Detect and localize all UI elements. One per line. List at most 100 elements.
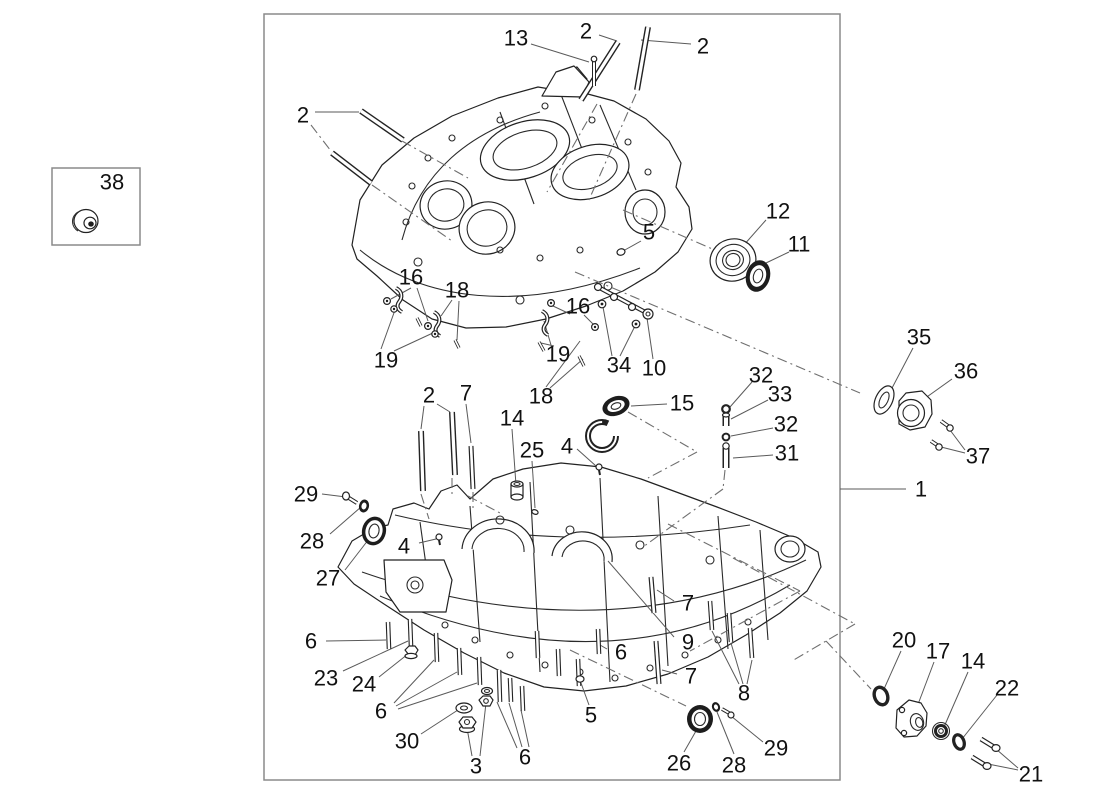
washer-part (590, 323, 599, 332)
washer-part (711, 702, 721, 712)
bolt-part (534, 630, 541, 659)
hardware-parts-art (72, 26, 1001, 770)
washer-part (480, 686, 494, 696)
bearing-part (585, 419, 619, 453)
callout-14: 14 (961, 649, 985, 674)
callout-3: 3 (470, 754, 482, 779)
callout-16: 16 (399, 265, 423, 290)
fitting-part (896, 390, 933, 431)
callout-18: 18 (529, 384, 553, 409)
washer-part (597, 299, 607, 309)
callout-29: 29 (764, 736, 788, 761)
washer-part (455, 702, 473, 714)
seal-part (745, 260, 771, 292)
plunger-part (722, 442, 730, 468)
callout-7: 7 (460, 381, 472, 406)
callout-6: 6 (615, 640, 627, 665)
callout-4: 4 (561, 434, 573, 459)
bolt-part (595, 628, 602, 655)
washer-part (631, 319, 641, 329)
callout-31: 31 (775, 441, 799, 466)
callout-32: 32 (774, 412, 798, 437)
washer-part (546, 299, 555, 308)
bolt-part (433, 632, 440, 663)
lever-part (540, 309, 550, 337)
seal-part (602, 395, 630, 417)
screw-part (537, 341, 546, 352)
oring-part (721, 404, 731, 414)
callout-6: 6 (375, 699, 387, 724)
screw-part (341, 491, 359, 505)
oil-pipe-part (593, 282, 654, 320)
washer-part (358, 499, 370, 513)
callout-35: 35 (907, 325, 931, 350)
washer-part (431, 330, 439, 338)
bolt-part (970, 754, 992, 770)
screw-part (721, 707, 735, 719)
callout-32: 32 (749, 363, 773, 388)
callout-19: 19 (374, 348, 398, 373)
callout-25: 25 (520, 438, 544, 463)
washer-part (383, 297, 392, 306)
washer-part (424, 322, 433, 331)
callout-33: 33 (768, 382, 792, 407)
screw-part (929, 439, 943, 451)
washer-part (931, 721, 951, 741)
screw-part (939, 419, 954, 432)
callout-9: 9 (682, 630, 694, 655)
callout-27: 27 (316, 566, 340, 591)
screw-part (453, 339, 461, 349)
main-border-box (263, 13, 841, 781)
callout-18: 18 (445, 278, 469, 303)
nut-part (458, 716, 477, 734)
pin-part (531, 509, 539, 515)
callout-5: 5 (585, 703, 597, 728)
stud-part (359, 108, 405, 143)
bolt-part (555, 648, 562, 677)
leader-lines (315, 34, 1019, 771)
diagram-frames (51, 13, 841, 781)
screw-part (415, 317, 423, 327)
pin-part (435, 533, 443, 546)
callout-11: 11 (788, 232, 811, 257)
bolt-part (507, 677, 514, 703)
gasket-part (873, 385, 895, 415)
dash-dot-lines (310, 93, 872, 707)
callout-1: 1 (915, 477, 927, 502)
stud-part (449, 411, 458, 476)
callout-37: 37 (966, 444, 990, 469)
oring-part (872, 685, 890, 707)
washer-part (390, 305, 398, 313)
callout-2: 2 (423, 383, 435, 408)
bolt-part (726, 612, 734, 643)
bolt-part (747, 627, 755, 659)
plug-part (575, 675, 585, 683)
bolt-part (496, 669, 503, 703)
valve-part (721, 412, 731, 426)
callout-7: 7 (685, 664, 697, 689)
lever-part (394, 286, 404, 314)
callout-13: 13 (504, 26, 528, 51)
callout-7: 7 (682, 591, 694, 616)
oring-part (721, 432, 731, 442)
stud-part (330, 150, 373, 186)
callout-14: 14 (500, 406, 524, 431)
bearing-part (361, 516, 387, 546)
stud-part (468, 445, 476, 490)
callout-21: 21 (1019, 762, 1043, 787)
callout-24: 24 (352, 672, 376, 697)
callout-8: 8 (738, 681, 750, 706)
callout-23: 23 (314, 666, 338, 691)
bolt-part (653, 640, 662, 685)
bolt-part (519, 685, 526, 712)
callout-36: 36 (954, 359, 978, 384)
nut-part (478, 695, 494, 707)
nut-part (404, 645, 419, 660)
bracket-part (895, 699, 928, 738)
callout-26: 26 (667, 751, 691, 776)
callout-29: 29 (294, 482, 318, 507)
callout-28: 28 (300, 529, 324, 554)
pin-part (595, 463, 603, 476)
